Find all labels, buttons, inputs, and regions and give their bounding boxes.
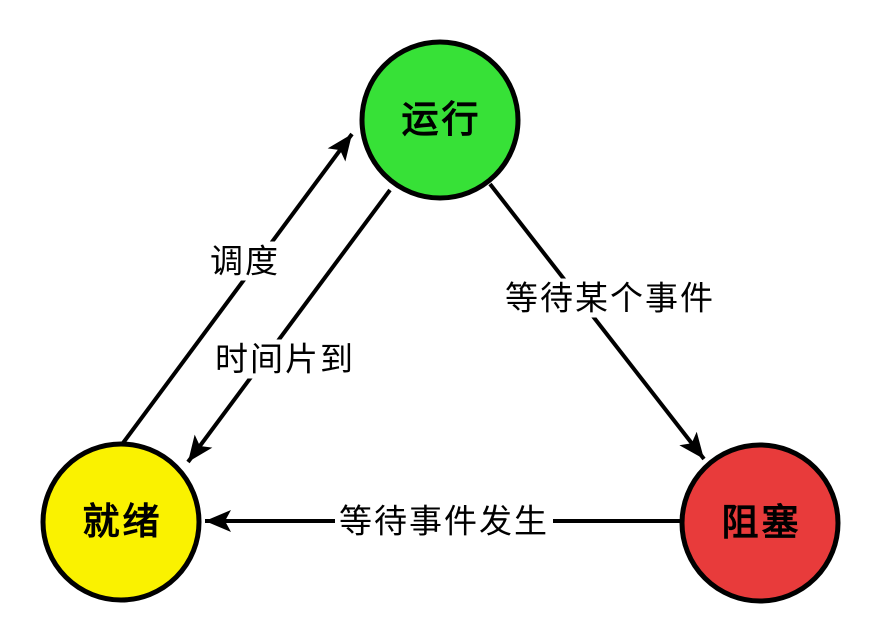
edge-schedule-arrow [121,132,354,445]
edge-event-occurs-label: 等待事件发生 [335,501,553,541]
node-running-label: 运行 [401,99,482,141]
edge-wait-event-arrow [488,182,706,461]
node-ready-circle [40,441,202,603]
edge-wait-event-label: 等待某个事件 [501,278,719,318]
edge-timeslice-arrow [186,188,392,464]
edge-schedule-label: 调度 [206,241,284,281]
node-blocked-label: 阻塞 [721,502,802,544]
node-ready-label: 就绪 [82,501,163,543]
edge-timeslice-label: 时间片到 [211,339,359,379]
node-blocked-circle [679,442,841,604]
node-running-circle [359,39,521,201]
